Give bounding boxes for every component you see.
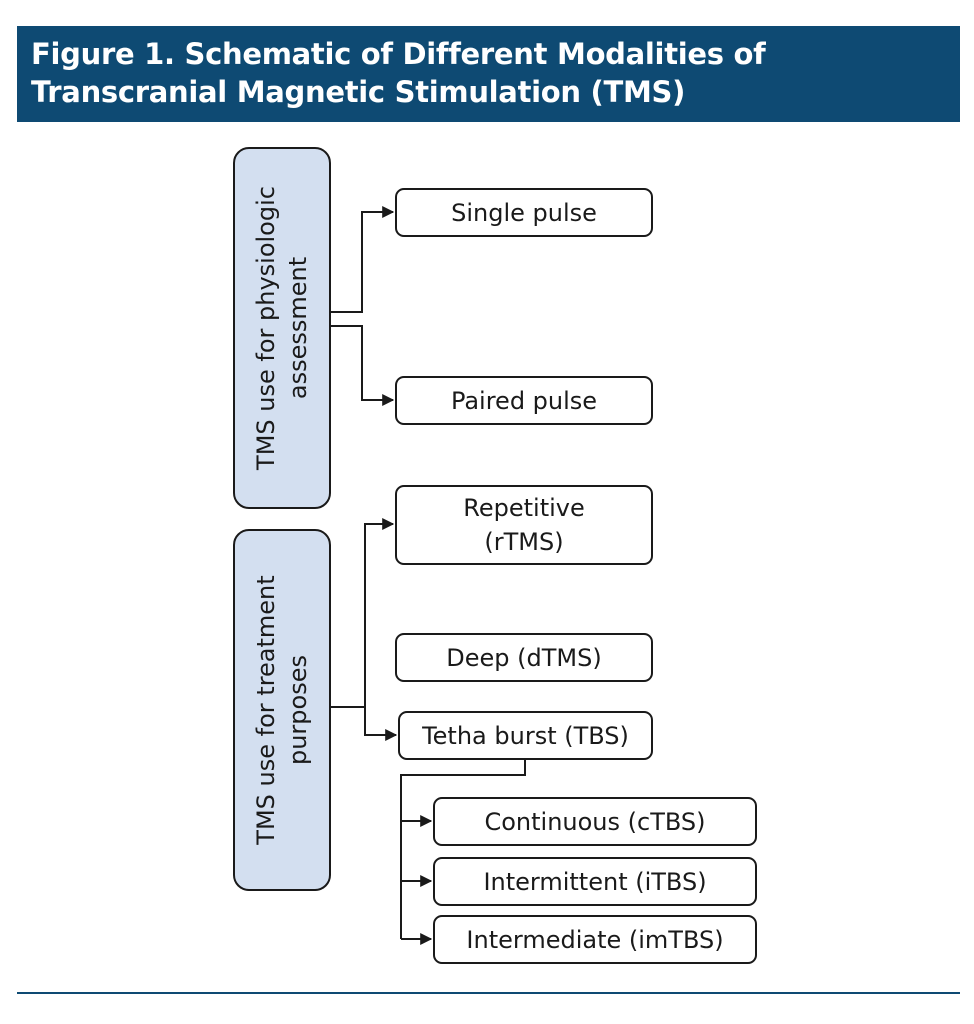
connector-paired-pulse	[331, 325, 395, 406]
category-treatment-purposes: TMS use for treatment purposes	[233, 529, 331, 891]
node-continuous-ctbs: Continuous (cTBS)	[433, 797, 757, 846]
figure-title: Figure 1. Schematic of Different Modalit…	[31, 37, 766, 109]
node-paired-pulse: Paired pulse	[395, 376, 653, 425]
node-intermediate-imtbs: Intermediate (imTBS)	[433, 915, 757, 964]
category-physiologic-label: TMS use for physiologic assessment	[252, 186, 312, 470]
node-intermittent-itbs: Intermittent (iTBS)	[433, 857, 757, 906]
node-tetha-burst: Tetha burst (TBS)	[398, 711, 653, 760]
node-repetitive: Repetitive (rTMS)	[395, 485, 653, 565]
node-single-pulse: Single pulse	[395, 188, 653, 237]
category-treatment-label: TMS use for treatment purposes	[252, 575, 312, 845]
connector-repetitive	[331, 518, 395, 708]
connector-tetha-burst	[364, 707, 398, 741]
connector-single-pulse	[331, 206, 395, 313]
connector-tbs-trunk	[400, 760, 526, 939]
bottom-rule	[17, 992, 960, 994]
node-deep: Deep (dTMS)	[395, 633, 653, 682]
category-physiologic-assessment: TMS use for physiologic assessment	[233, 147, 331, 509]
figure-header: Figure 1. Schematic of Different Modalit…	[17, 26, 960, 122]
